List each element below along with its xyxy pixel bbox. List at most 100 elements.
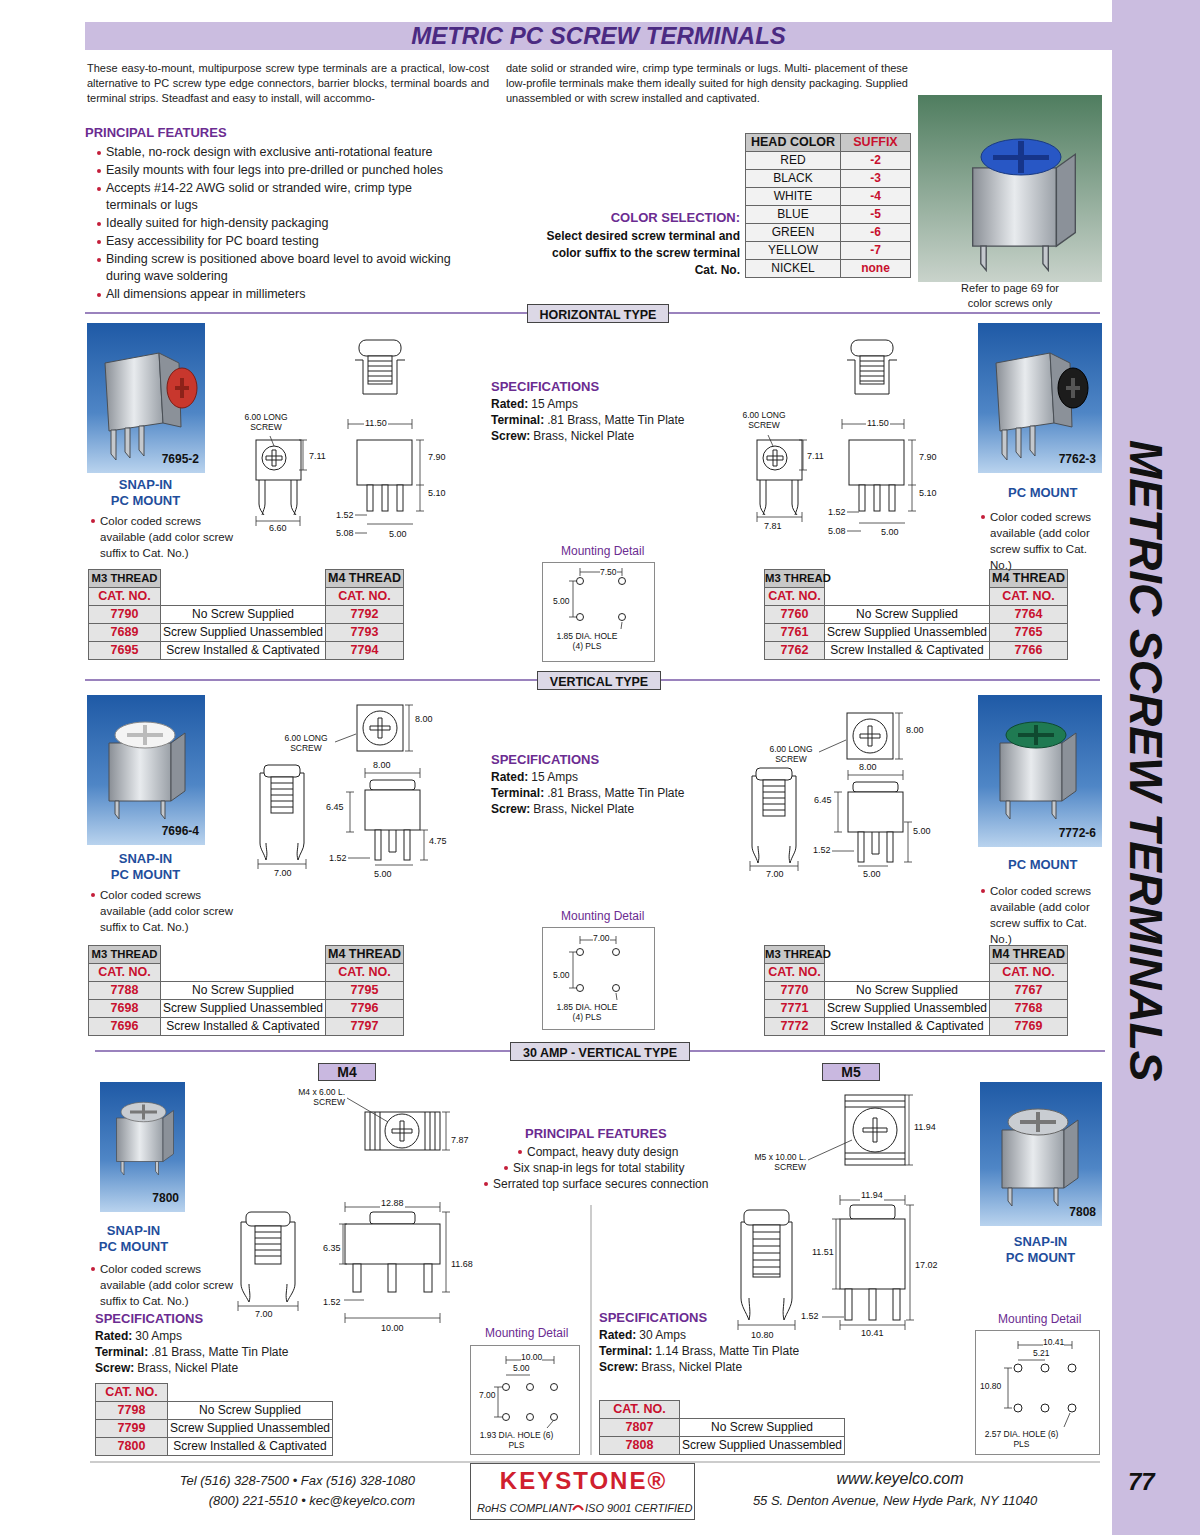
table-cell: M4 THREAD bbox=[325, 569, 404, 588]
spec-value: 15 Amps bbox=[531, 769, 578, 785]
callout-label: M4 x 6.00 L. SCREW bbox=[283, 1087, 345, 1107]
detail-heading: Mounting Detail bbox=[998, 1312, 1081, 1326]
table-cell: CAT. NO. bbox=[989, 587, 1068, 606]
product-photo-image bbox=[978, 695, 1102, 847]
table-cell: 7790 bbox=[88, 605, 161, 624]
part-number: 7695-2 bbox=[162, 452, 199, 466]
detail-text: 10.80 bbox=[980, 1381, 1001, 1391]
table-cell: Screw Supplied Unassembled bbox=[824, 623, 990, 642]
mounting-detail: Mounting Detail10.005.007.001.93 DIA. HO… bbox=[470, 1345, 580, 1455]
product-photo-image bbox=[980, 1082, 1102, 1226]
detail-text: 1.85 DIA. HOLE (4) PLS bbox=[551, 1002, 623, 1022]
callout-label: 6.00 LONG SCREW bbox=[240, 412, 292, 432]
bullet-dot bbox=[97, 169, 101, 173]
table-cell: 7788 bbox=[88, 981, 161, 1000]
spec-value: Brass, Nickel Plate bbox=[533, 428, 634, 444]
intro-text: date solid or stranded wire, crimp type … bbox=[506, 61, 908, 106]
bullet-dot bbox=[97, 258, 101, 262]
part-number: 7772-6 bbox=[1059, 826, 1096, 840]
table-cell: M4 THREAD bbox=[989, 945, 1068, 964]
feature-item: Binding screw is positioned above board … bbox=[106, 251, 451, 285]
bullet-dot bbox=[97, 240, 101, 244]
bullet-dot bbox=[981, 889, 985, 893]
table-cell: BLUE bbox=[745, 205, 841, 224]
detail-text: 5.00 bbox=[553, 596, 570, 606]
spec-key: Screw: bbox=[491, 428, 530, 444]
mounting-detail: Mounting Detail7.505.001.85 DIA. HOLE (4… bbox=[542, 562, 655, 662]
callout-label: 6.00 LONG SCREW bbox=[738, 410, 790, 430]
table-cell: Screw Supplied Unassembled bbox=[167, 1419, 333, 1438]
mount-type: PC MOUNT bbox=[1008, 857, 1077, 873]
terminal-drawing bbox=[241, 340, 905, 1320]
table-cell: NICKEL bbox=[745, 259, 841, 278]
section-band: HORIZONTAL TYPE bbox=[527, 304, 670, 323]
section-heading: SPECIFICATIONS bbox=[491, 752, 599, 768]
table-cell: CAT. NO. bbox=[599, 1400, 680, 1419]
section-band: VERTICAL TYPE bbox=[537, 671, 661, 690]
dimension-label: 1.52 bbox=[800, 1311, 820, 1322]
table-cell: 7695 bbox=[88, 641, 161, 660]
dimension-label: 5.10 bbox=[427, 488, 447, 499]
table-cell: CAT. NO. bbox=[95, 1383, 168, 1402]
dimension-label: 4.75 bbox=[428, 836, 448, 847]
dimension-label: 5.00 bbox=[862, 869, 882, 880]
dimension-label: 5.08 bbox=[335, 528, 355, 539]
table-cell: 7768 bbox=[989, 999, 1068, 1018]
spec-key: Screw: bbox=[599, 1359, 638, 1375]
table-cell: Screw Supplied Unassembled bbox=[160, 999, 326, 1018]
bullet-dot bbox=[91, 519, 95, 523]
sidebar-title: METRIC SCREW TERMINALS bbox=[1122, 440, 1170, 1081]
dimension-label: 7.11 bbox=[806, 451, 825, 462]
table-cell: Screw Installed & Captivated bbox=[160, 641, 326, 660]
spec-key: Screw: bbox=[95, 1360, 134, 1376]
mounting-detail: Mounting Detail7.005.001.85 DIA. HOLE (4… bbox=[542, 927, 655, 1030]
bullet-dot bbox=[97, 293, 101, 297]
spec-value: Serrated top surface secures connection bbox=[493, 1176, 708, 1192]
dimension-label: 5.00 bbox=[912, 826, 932, 837]
detail-text: 7.00 bbox=[593, 933, 610, 943]
spec-value: 30 Amps bbox=[135, 1328, 182, 1344]
spec-value: .81 Brass, Matte Tin Plate bbox=[547, 412, 684, 428]
thread-box: M4 bbox=[318, 1063, 376, 1081]
mount-type: PC MOUNT bbox=[1008, 485, 1077, 501]
section-heading: SPECIFICATIONS bbox=[95, 1311, 203, 1327]
dimension-label: 11.94 bbox=[860, 1190, 884, 1201]
table-cell: 7771 bbox=[764, 999, 825, 1018]
section-rules bbox=[85, 313, 1105, 1051]
section-band: 30 AMP - VERTICAL TYPE bbox=[510, 1042, 690, 1061]
spec-value: Brass, Nickel Plate bbox=[533, 801, 634, 817]
product-photo: 7696-4 bbox=[87, 695, 205, 845]
feature-item: Stable, no-rock design with exclusive an… bbox=[106, 144, 451, 161]
table-cell: Screw Supplied Unassembled bbox=[824, 999, 990, 1018]
bullet-dot bbox=[518, 1150, 522, 1154]
detail-text: KEYSTONE® bbox=[471, 1467, 696, 1495]
spec-key: Rated: bbox=[491, 769, 528, 785]
dimension-label: 1.52 bbox=[827, 507, 847, 518]
table-cell: -3 bbox=[840, 169, 911, 188]
dimension-label: 7.00 bbox=[254, 1309, 274, 1320]
thread-text: M4 bbox=[337, 1064, 356, 1080]
dimension-label: 7.11 bbox=[308, 451, 327, 462]
table-cell: none bbox=[840, 259, 911, 278]
detail-heading: Mounting Detail bbox=[485, 1326, 568, 1340]
spec-key: Rated: bbox=[95, 1328, 132, 1344]
spec-key: Terminal: bbox=[599, 1343, 652, 1359]
dimension-label: 11.94 bbox=[913, 1122, 937, 1133]
spec-value: Six snap-in legs for total stability bbox=[513, 1160, 684, 1176]
logo-swoosh bbox=[573, 1506, 583, 1510]
detail-text: 10.00 bbox=[521, 1352, 542, 1362]
dimension-label: 10.80 bbox=[750, 1330, 775, 1341]
table-cell: Screw Installed & Captivated bbox=[167, 1437, 333, 1456]
part-number: 7696-4 bbox=[162, 824, 199, 838]
page-number: 77 bbox=[1128, 1468, 1155, 1496]
dimension-label: 11.68 bbox=[450, 1259, 474, 1270]
table-cell: No Screw Supplied bbox=[824, 605, 990, 624]
table-cell: 7696 bbox=[88, 1017, 161, 1036]
dimension-label: 7.00 bbox=[273, 868, 293, 879]
detail-text: 1.85 DIA. HOLE (4) PLS bbox=[551, 631, 623, 651]
spec-key: Terminal: bbox=[491, 785, 544, 801]
dimension-label: 11.50 bbox=[364, 418, 388, 429]
dimension-label: 5.00 bbox=[373, 869, 393, 880]
feature-item: Accepts #14-22 AWG solid or stranded wir… bbox=[106, 180, 451, 214]
mount-type: SNAP-IN PC MOUNT bbox=[1005, 1234, 1076, 1266]
